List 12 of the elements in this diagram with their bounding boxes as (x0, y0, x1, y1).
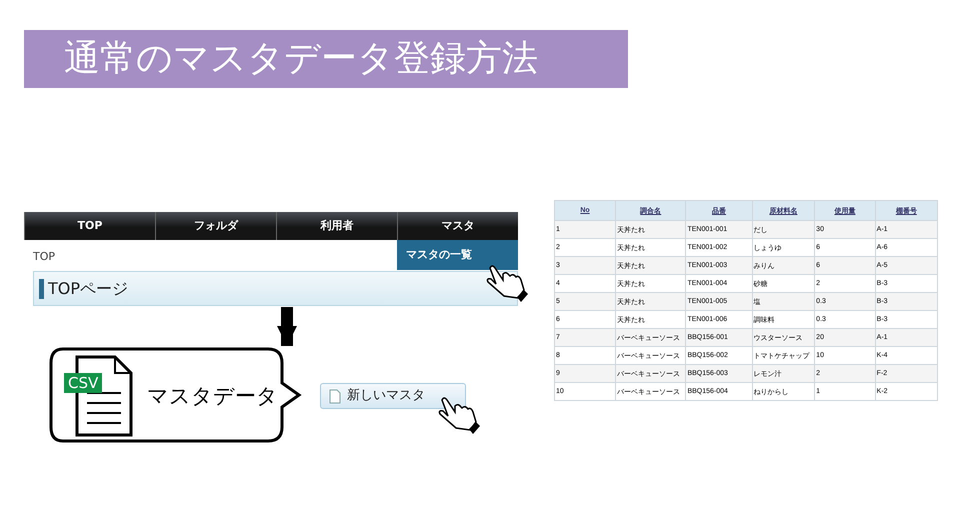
nav-tab: 利用者 (276, 212, 397, 240)
file-type-tag: CSV (64, 373, 102, 393)
down-arrow (277, 307, 297, 346)
new-item-button: 新しいマスタ (320, 383, 466, 409)
nav-tab: フォルダ (155, 212, 276, 240)
title-banner: 通常のマスタデータ登録方法 (24, 30, 628, 88)
dropdown-menu-item: マスタの一覧 (397, 240, 518, 270)
bubble-text: マスタデータ (147, 383, 278, 410)
breadcrumb-text: TOP (33, 250, 56, 263)
page-heading-bar (33, 271, 518, 306)
nav-tab: TOP (24, 212, 155, 240)
heading-text: TOPページ (48, 279, 128, 300)
